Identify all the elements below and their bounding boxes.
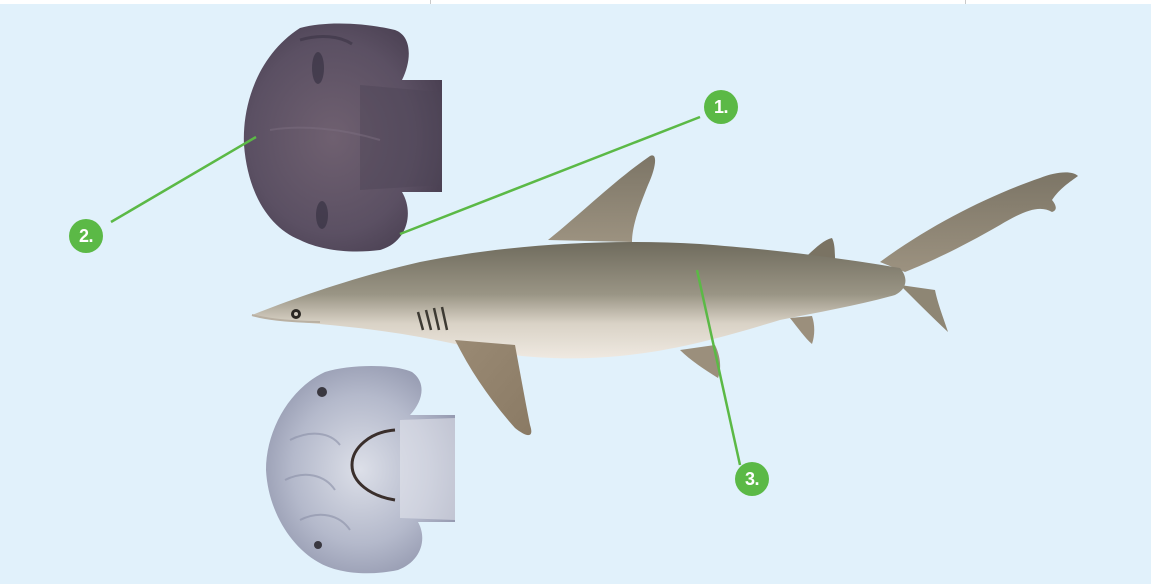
label-badge-3: 3. — [735, 462, 769, 496]
label-badge-1: 1. — [704, 90, 738, 124]
label-text-2: 2. — [79, 226, 93, 247]
label-text-1: 1. — [714, 97, 728, 118]
leader-line-2 — [111, 137, 256, 222]
label-badge-2: 2. — [69, 219, 103, 253]
hammerhead-head-ventral-view — [266, 366, 455, 573]
hammerhead-head-dorsal-view — [244, 24, 442, 252]
leader-line-1 — [400, 117, 700, 234]
label-text-3: 3. — [745, 469, 759, 490]
